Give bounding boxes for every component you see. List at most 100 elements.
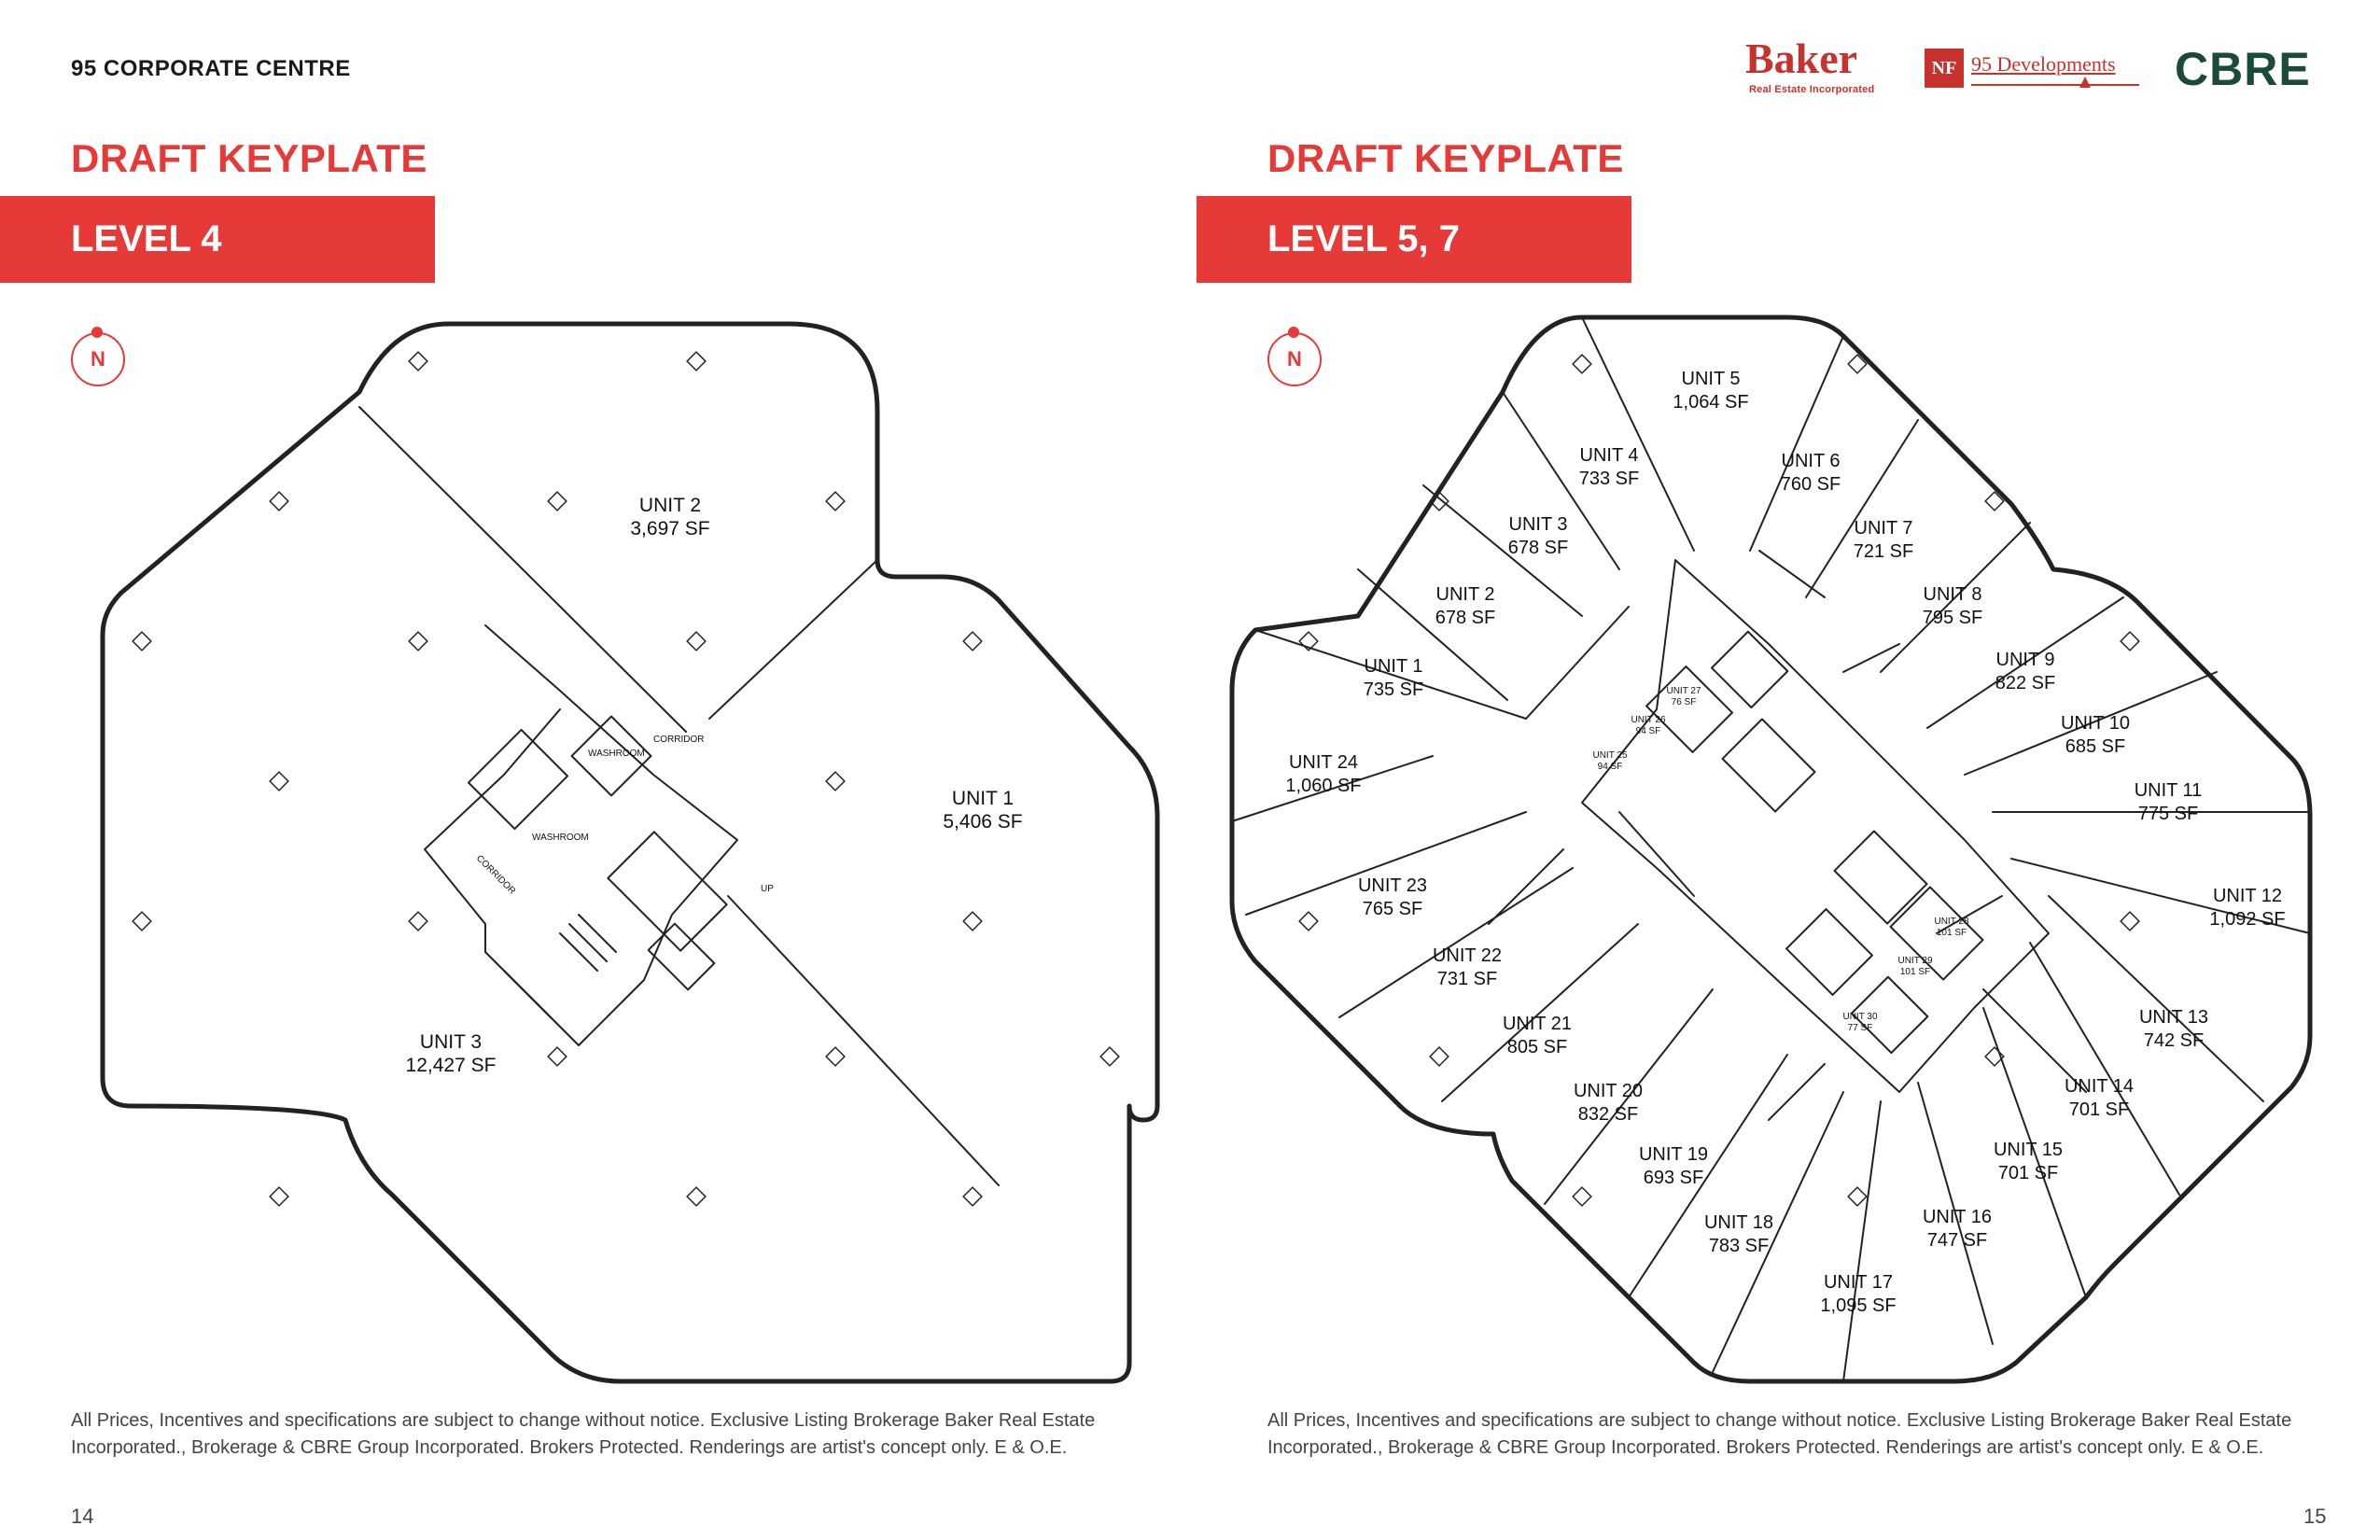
right-unit-dividers [1231, 316, 2311, 1382]
right-unit-2-name: UNIT 2 [1436, 584, 1495, 605]
right-core-unit-labels: UNIT 27 76 SF UNIT 26 94 SF UNIT 25 94 S… [1592, 686, 1968, 1033]
right-unit-2-area: 678 SF [1435, 608, 1495, 628]
right-unit-26-area: 94 SF [1636, 726, 1661, 736]
right-unit-8-area: 795 SF [1923, 608, 1982, 628]
right-unit-3-name: UNIT 3 [1509, 514, 1568, 535]
right-unit-10-name: UNIT 10 [2061, 713, 2130, 734]
right-unit-28-name: UNIT 28 [1934, 917, 1968, 927]
right-unit-20-area: 832 SF [1578, 1104, 1638, 1125]
right-unit-24-area: 1,060 SF [1285, 776, 1361, 796]
nf-underline [1971, 84, 2139, 86]
right-unit-30-area: 77 SF [1848, 1023, 1873, 1033]
right-unit-labels: UNIT 5 1,064 SF UNIT 4 733 SF UNIT 6 760… [1285, 369, 2285, 1316]
right-unit-18-area: 783 SF [1709, 1236, 1769, 1256]
right-column-markers [1298, 354, 2140, 1207]
compass-dot-icon [1288, 327, 1299, 338]
left-unit-3-name: UNIT 3 [420, 1031, 482, 1053]
right-unit-27-area: 76 SF [1672, 697, 1697, 707]
right-unit-7-name: UNIT 7 [1855, 518, 1913, 539]
right-unit-21-name: UNIT 21 [1503, 1014, 1572, 1034]
right-unit-17-name: UNIT 17 [1824, 1272, 1893, 1293]
left-compass-label: N [91, 347, 105, 371]
left-floorplan: UNIT 2 3,697 SF UNIT 1 5,406 SF UNIT 3 1… [100, 321, 1160, 1384]
right-unit-3-area: 678 SF [1508, 538, 1568, 558]
right-floorplan: UNIT 5 1,064 SF UNIT 4 733 SF UNIT 6 760… [1229, 315, 2313, 1384]
left-divider-unit1-unit3 [727, 895, 1000, 1186]
left-unit-1-area: 5,406 SF [943, 811, 1022, 833]
right-unit-4-area: 733 SF [1579, 469, 1639, 489]
right-unit-30-name: UNIT 30 [1842, 1012, 1877, 1022]
right-unit-29-name: UNIT 29 [1897, 956, 1932, 966]
right-unit-11-area: 775 SF [2138, 804, 2198, 824]
right-unit-22-name: UNIT 22 [1433, 945, 1502, 966]
right-unit-13-area: 742 SF [2144, 1030, 2204, 1051]
right-unit-16-name: UNIT 16 [1923, 1207, 1992, 1227]
right-unit-1-name: UNIT 1 [1365, 656, 1423, 677]
right-unit-19-area: 693 SF [1644, 1168, 1703, 1188]
left-unit-1-name: UNIT 1 [952, 788, 1014, 809]
right-unit-15-name: UNIT 15 [1994, 1140, 2063, 1160]
right-corridor-rings [1488, 550, 2087, 1121]
left-page-number: 14 [71, 1505, 94, 1528]
right-unit-23-name: UNIT 23 [1358, 875, 1427, 896]
right-unit-1-area: 735 SF [1364, 679, 1423, 700]
right-unit-26-name: UNIT 26 [1631, 715, 1665, 725]
right-unit-9-name: UNIT 9 [1996, 650, 2055, 670]
right-unit-22-area: 731 SF [1437, 969, 1497, 989]
left-divider-unit2-unit3 [358, 406, 687, 733]
right-unit-19-name: UNIT 19 [1639, 1144, 1708, 1165]
right-unit-29-area: 101 SF [1900, 967, 1930, 977]
right-north-compass-icon: N [1267, 327, 1322, 386]
right-unit-15-area: 701 SF [1998, 1163, 2058, 1183]
left-divider-unit2-unit1 [708, 559, 878, 720]
left-core [424, 624, 738, 1046]
left-up-label: UP [761, 884, 774, 894]
left-north-compass-icon: N [71, 327, 125, 386]
right-unit-28-area: 101 SF [1937, 928, 1967, 938]
left-level-label: LEVEL 4 [71, 218, 222, 259]
right-unit-9-area: 822 SF [1995, 673, 2055, 693]
nf-developments-logo: 95 Developments [1971, 52, 2116, 76]
project-name: 95 CORPORATE CENTRE [71, 56, 351, 81]
right-unit-12-area: 1,092 SF [2209, 909, 2285, 930]
left-unit-3-area: 12,427 SF [406, 1055, 497, 1076]
left-corridor-label-1: CORRIDOR [653, 735, 704, 745]
right-disclaimer: All Prices, Incentives and specification… [1267, 1410, 2292, 1458]
right-compass-label: N [1287, 347, 1302, 371]
left-building-outline [100, 321, 1160, 1384]
right-unit-21-area: 805 SF [1507, 1037, 1567, 1057]
right-draft-title: DRAFT KEYPLATE [1267, 136, 1624, 180]
right-unit-25-area: 94 SF [1598, 762, 1623, 772]
right-unit-27-name: UNIT 27 [1666, 686, 1701, 696]
left-washroom-label-2: WASHROOM [532, 833, 589, 843]
left-washroom-label-1: WASHROOM [588, 749, 645, 759]
right-unit-7-area: 721 SF [1854, 541, 1913, 562]
right-unit-25-name: UNIT 25 [1592, 750, 1627, 761]
right-unit-24-name: UNIT 24 [1289, 752, 1358, 773]
left-column-markers [132, 351, 1120, 1207]
right-unit-5-name: UNIT 5 [1682, 369, 1741, 389]
right-page-number: 15 [2303, 1505, 2327, 1528]
right-unit-11-name: UNIT 11 [2135, 780, 2203, 801]
compass-dot-icon [91, 327, 103, 338]
cbre-logo: CBRE [2175, 43, 2311, 95]
right-unit-14-name: UNIT 14 [2065, 1076, 2134, 1097]
right-unit-10-area: 685 SF [2065, 736, 2125, 757]
nf-logo-mark: NF [1925, 49, 1964, 88]
right-unit-4-name: UNIT 4 [1580, 445, 1639, 466]
baker-logo: Baker [1745, 35, 1858, 82]
right-unit-6-area: 760 SF [1781, 474, 1841, 495]
left-unit-2-area: 3,697 SF [630, 518, 709, 539]
right-unit-20-name: UNIT 20 [1574, 1081, 1643, 1101]
right-unit-23-area: 765 SF [1363, 899, 1422, 919]
right-unit-8-name: UNIT 8 [1924, 584, 1982, 605]
right-unit-18-name: UNIT 18 [1704, 1212, 1773, 1233]
right-level-label: LEVEL 5, 7 [1267, 218, 1461, 259]
right-unit-12-name: UNIT 12 [2213, 886, 2282, 906]
right-core-blocks [1645, 630, 1984, 1055]
right-unit-5-area: 1,064 SF [1673, 392, 1748, 413]
left-unit-2-name: UNIT 2 [639, 495, 701, 516]
right-unit-14-area: 701 SF [2069, 1099, 2129, 1120]
left-draft-title: DRAFT KEYPLATE [71, 136, 427, 180]
right-unit-6-name: UNIT 6 [1782, 451, 1841, 471]
